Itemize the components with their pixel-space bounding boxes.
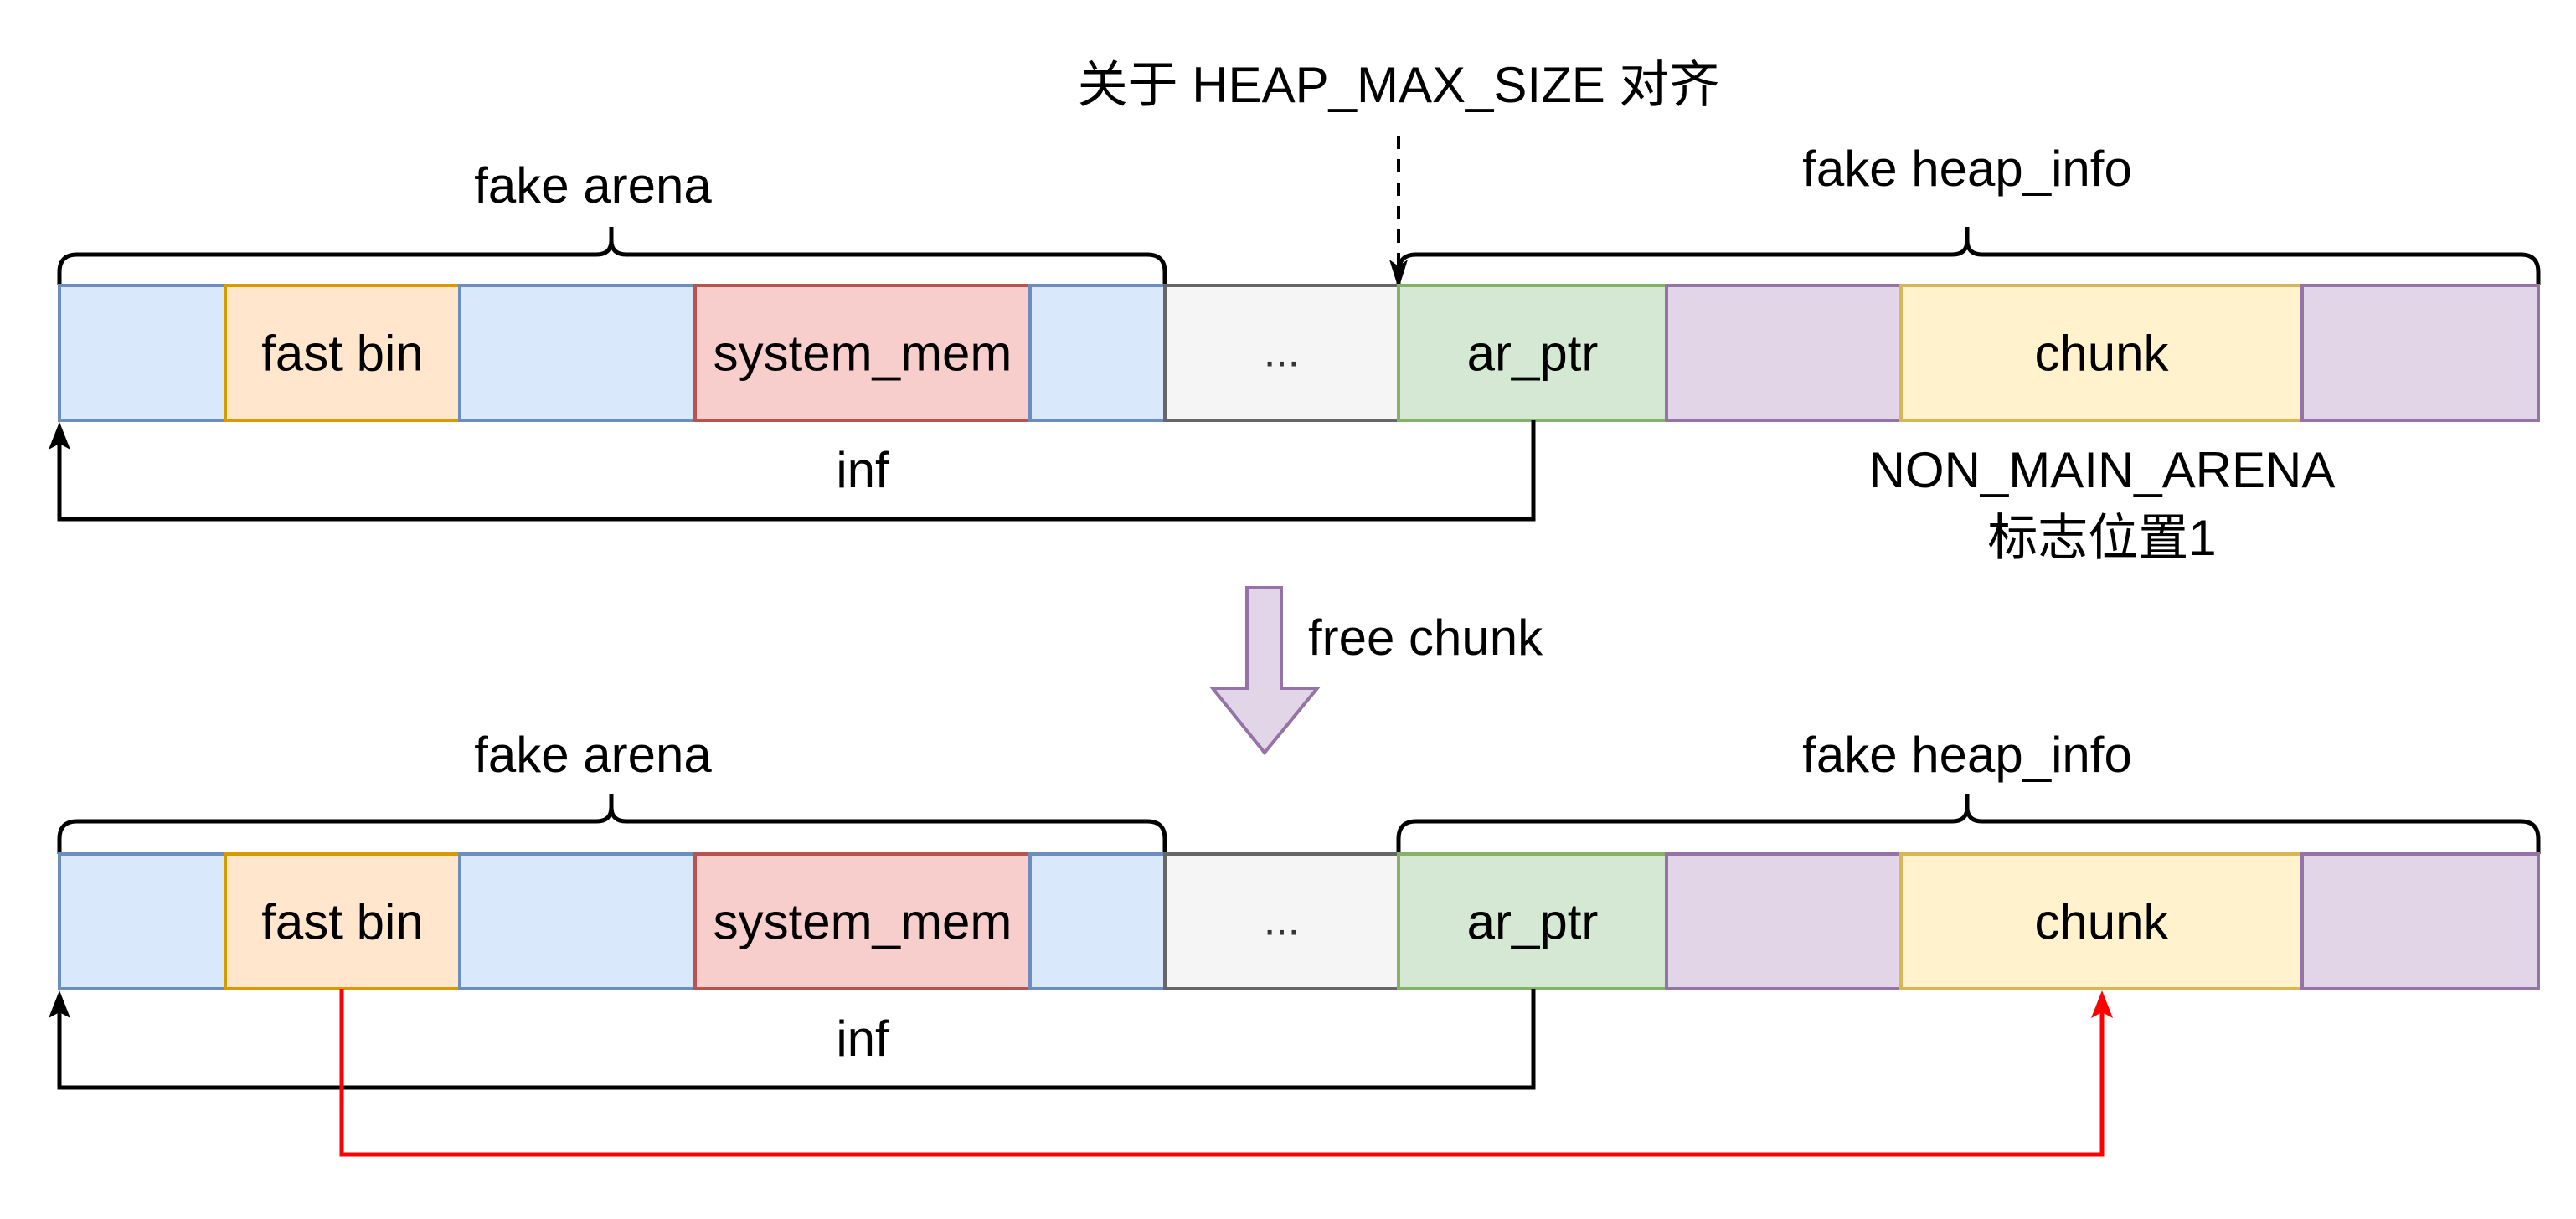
cell-blank [1665,284,1903,422]
cell-label: system_mem [714,326,1012,382]
group-label-fake-arena: fake arena [474,727,712,783]
cell-blank [2300,284,2540,422]
edge-inf [57,420,1536,522]
cell-blank [2300,852,2540,990]
cell-blank [58,284,227,422]
state-before: fake arena fake heap_info fast bin system… [49,141,2541,566]
brace-fake-heap-info [1396,794,2541,854]
cell-label: ... [1264,897,1300,945]
cell-blank [1028,284,1167,422]
cell-label: chunk [2034,326,2169,382]
edge-fastbin-to-chunk [339,989,2105,1157]
memory-row: fast bin system_mem... ar_ptr chunk [58,852,2540,990]
brace-fake-arena [57,794,1167,854]
cell-blank [458,852,697,990]
group-label-fake-arena: fake arena [474,157,712,213]
annotation-line-1: NON_MAIN_ARENA [1869,442,2336,498]
block-arrow-down-icon [1208,586,1321,756]
memory-row: fast bin system_mem... ar_ptr chunk [58,284,2540,422]
cell-label: fast bin [261,894,423,950]
edge-label-inf: inf [836,442,889,498]
cell-label: ar_ptr [1467,894,1599,950]
alignment-title: 关于 HEAP_MAX_SIZE 对齐 [1078,57,1720,113]
cell-system-mem [693,284,1032,422]
group-label-fake-heap-info: fake heap_info [1802,727,2132,783]
cell-label: chunk [2034,894,2169,950]
edge-inf-arrowhead-icon [49,990,70,1018]
transition-label: free chunk [1308,610,1543,666]
cell-fast-bin [224,852,461,990]
cell-label: ar_ptr [1467,326,1599,382]
cell-label: ... [1264,328,1300,377]
brace-fake-arena [57,227,1167,285]
cell-label: system_mem [714,894,1012,950]
edge-inf [57,989,1536,1090]
cell-ellipsis [1163,284,1400,422]
cell-label: fast bin [261,326,423,382]
cell-chunk [1899,852,2304,990]
edge-inf-arrowhead-icon [49,422,70,450]
cell-system-mem [693,852,1032,990]
group-label-fake-heap-info: fake heap_info [1802,141,2132,197]
state-after: fake arena fake heap_info fast bin system… [49,727,2541,1157]
annotation-line-2: 标志位置1 [1987,510,2216,566]
cell-blank [1665,852,1903,990]
cell-blank [1028,852,1167,990]
edge-label-inf: inf [836,1011,889,1067]
brace-fake-heap-info [1396,227,2541,285]
cell-ellipsis [1163,852,1400,990]
edge-fastbin-to-chunk-arrowhead-icon [2091,990,2113,1018]
cell-blank [58,852,227,990]
cell-blank [458,284,697,422]
